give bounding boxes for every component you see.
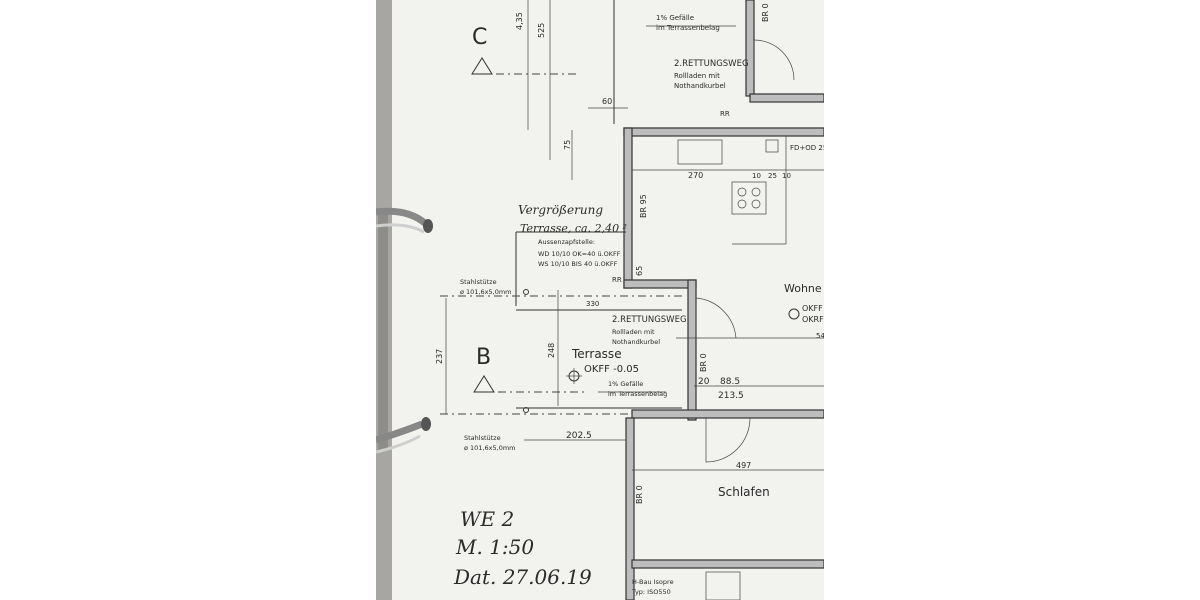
dim-202-5: 202.5	[566, 431, 592, 441]
stahl-top-2: ø 101,6x5,0mm	[460, 288, 512, 296]
dim-435: 4,35	[515, 12, 524, 30]
wohnen-label: Wohne	[784, 282, 822, 295]
dim-65: 65	[635, 266, 644, 276]
binder-rings	[376, 0, 433, 600]
rolladen-top-1: Rollladen mit	[674, 72, 720, 80]
rolladen-mid-1: Rollladen mit	[612, 328, 655, 336]
rr-mid: RR	[612, 276, 622, 284]
dim-10a: 10	[752, 172, 761, 180]
okff-wohnen-2: OKRF	[802, 315, 824, 324]
rr-top: RR	[720, 110, 730, 118]
dim-88-5: 88.5	[720, 377, 740, 387]
dim-54: 54	[816, 332, 824, 340]
floor-plan-drawing: C B 4,35 525 60 75 1% Gefälle im Terrass…	[376, 0, 824, 600]
fd-od-label: FD+OD 25/2	[790, 144, 824, 152]
dim-60: 60	[602, 97, 612, 106]
terrasse-label: Terrasse	[571, 347, 622, 361]
dim-75: 75	[563, 140, 572, 150]
rettungsweg-mid: 2.RETTUNGSWEG	[612, 315, 687, 325]
rolladen-top-2: Nothandkurbel	[674, 82, 726, 90]
schlafen-label: Schlafen	[718, 485, 770, 499]
dim-10b: 10	[782, 172, 791, 180]
hbau-1: H-Bau Isopre	[632, 578, 674, 586]
gefaelle-top-2: im Terrassenbelag	[656, 24, 720, 32]
stahl-bot-1: Stahlstütze	[464, 434, 501, 442]
handwriting-vergroesserung-2: Terrasse, ca. 2,40 ²	[520, 222, 627, 235]
okff-mid: OKFF -0.05	[584, 364, 639, 375]
dim-237: 237	[435, 349, 444, 364]
hbau-2: Typ: ISO550	[631, 588, 671, 596]
handwriting-scale: M. 1:50	[455, 535, 534, 559]
stahl-bot-2: ø 101,6x5,0mm	[464, 444, 516, 452]
rolladen-mid-2: Nothandkurbel	[612, 338, 660, 346]
floor-plan-photo: C B 4,35 525 60 75 1% Gefälle im Terrass…	[376, 0, 824, 600]
br-bot: BR 0	[635, 485, 644, 504]
dim-497: 497	[736, 461, 751, 470]
gefaelle-mid-1: 1% Gefälle	[608, 380, 643, 388]
dim-270: 270	[688, 171, 703, 180]
br-top: BR 0	[761, 3, 770, 22]
okff-wohnen-1: OKFF	[802, 304, 823, 313]
aussen-title: Aussenzapfstelle:	[538, 238, 595, 246]
stahl-top-1: Stahlstütze	[460, 278, 497, 286]
handwriting-date: Dat. 27.06.19	[453, 565, 592, 589]
dim-330: 330	[586, 300, 599, 308]
rettungsweg-top: 2.RETTUNGSWEG	[674, 59, 749, 69]
aussen-line-2: WS 10/10 BIS 40 ü.OKFF	[538, 260, 618, 268]
br95-label: BR 95	[639, 194, 648, 218]
gefaelle-top-1: 1% Gefälle	[656, 14, 694, 22]
handwriting-vergroesserung-1: Vergrößerung	[518, 203, 603, 217]
dim-213-5: 213.5	[718, 391, 744, 401]
aussen-line-1: WD 10/10 OK=40 ü.OKFF	[538, 250, 621, 258]
dim-525: 525	[537, 23, 546, 38]
section-marker-b: B	[476, 345, 491, 370]
dim-248: 248	[547, 343, 556, 358]
dim-20: 20	[698, 377, 710, 387]
gefaelle-mid-2: im Terrassenbelag	[608, 390, 667, 398]
br-mid: BR 0	[699, 353, 708, 372]
section-marker-c: C	[472, 25, 487, 50]
handwriting-we: WE 2	[460, 507, 514, 531]
dim-25: 25	[768, 172, 777, 180]
